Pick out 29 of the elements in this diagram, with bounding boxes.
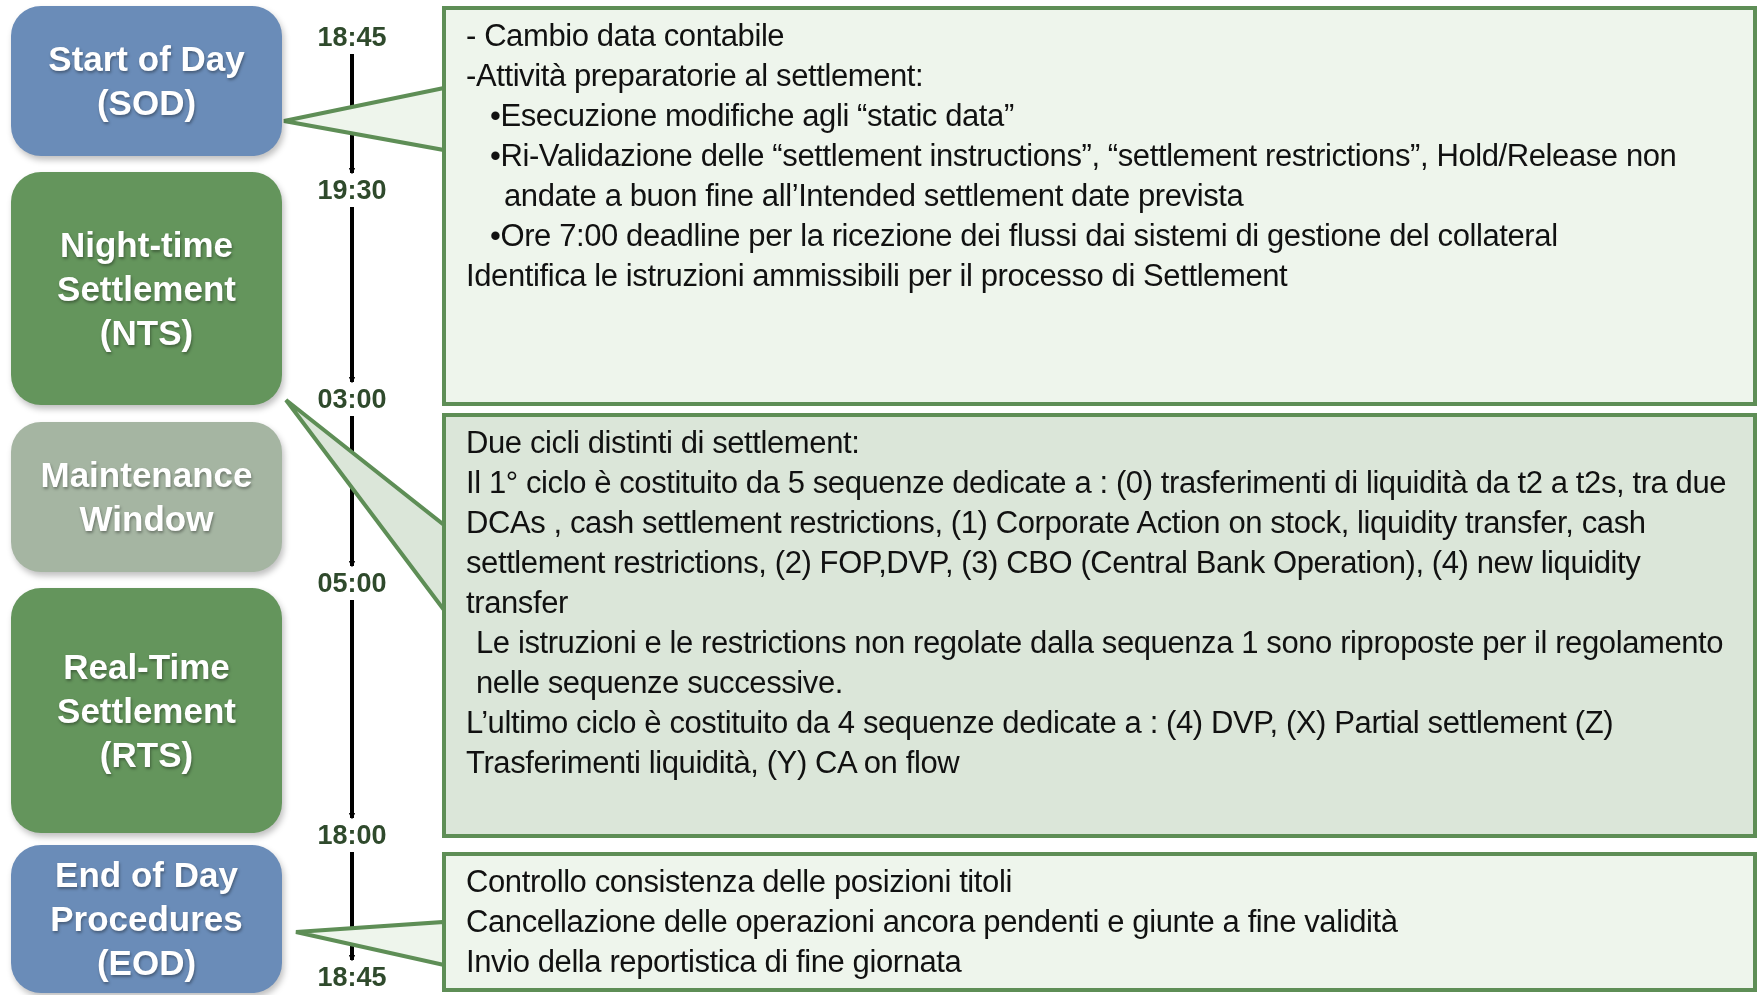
phase-box: End of Day Procedures (EOD) — [11, 845, 282, 993]
callout-text: Due cicli distinti di settlement: — [466, 424, 861, 462]
time-label: 18:45 — [307, 962, 397, 992]
time-label: 19:30 — [307, 175, 397, 205]
callout-text: Le istruzioni e le restrictions non regolate dalla sequenza 1 sono riproposte per il regolamento nelle sequenze successive. — [475, 624, 1725, 702]
phase-box: Maintenance Window — [11, 422, 282, 572]
callout-text: Controllo consistenza delle posizioni titoli — [466, 863, 1013, 901]
callout-text: Cancellazione delle operazioni ancora pendenti e giunte a fine validità — [466, 903, 1399, 941]
time-label: 18:45 — [307, 22, 397, 52]
timeline-arrow — [348, 207, 356, 383]
phase-box: Night-time Settlement (NTS) — [11, 172, 282, 405]
callout-box — [442, 852, 1757, 992]
time-label: 18:00 — [307, 820, 397, 850]
time-label: 03:00 — [307, 384, 397, 414]
callout-text: L’ultimo ciclo è costituito da 4 sequenze dedicate a : (4) DVP, (X) Partial settlement (Z) Trasferimenti liquidità, (Y) CA on flow — [466, 704, 1615, 782]
phase-box: Real-Time Settlement (RTS) — [11, 588, 282, 833]
time-label: 05:00 — [307, 568, 397, 598]
callout-box — [442, 6, 1757, 406]
callout-text: - Cambio data contabile — [466, 17, 786, 55]
bullet-text: •Ore 7:00 deadline per la ricezione dei flussi dai sistemi di gestione del collateral — [489, 217, 1559, 255]
callout-text: Identifica le istruzioni ammissibili per il processo di Settlement — [466, 257, 1289, 295]
timeline-arrow — [348, 600, 356, 819]
callout-text: Invio della reportistica di fine giornata — [466, 943, 963, 981]
callout-text: Il 1° ciclo è costituito da 5 sequenze dedicate a : (0) trasferimenti di liquidità da t2 a t2s, tra due DCAs , cash settlement restrictions, (1) Corporate Action on stock, liquidity transfer, cash settlement restrictions, (2) FOP,DVP, (3) CBO (Central Bank Operation), (4) new liquidity transfer — [466, 464, 1728, 622]
bullet-text: •Esecuzione modifiche agli “static data” — [489, 97, 1015, 135]
bullet-text: •Ri-Validazione delle “settlement instructions”, “settlement restrictions”, Hold/Release non andate a buon fine all’Intended settlement date prevista — [489, 137, 1678, 215]
callout-text: -Attività preparatorie al settlement: — [466, 57, 925, 95]
phase-box: Start of Day (SOD) — [11, 6, 282, 156]
callout-box — [442, 413, 1757, 838]
